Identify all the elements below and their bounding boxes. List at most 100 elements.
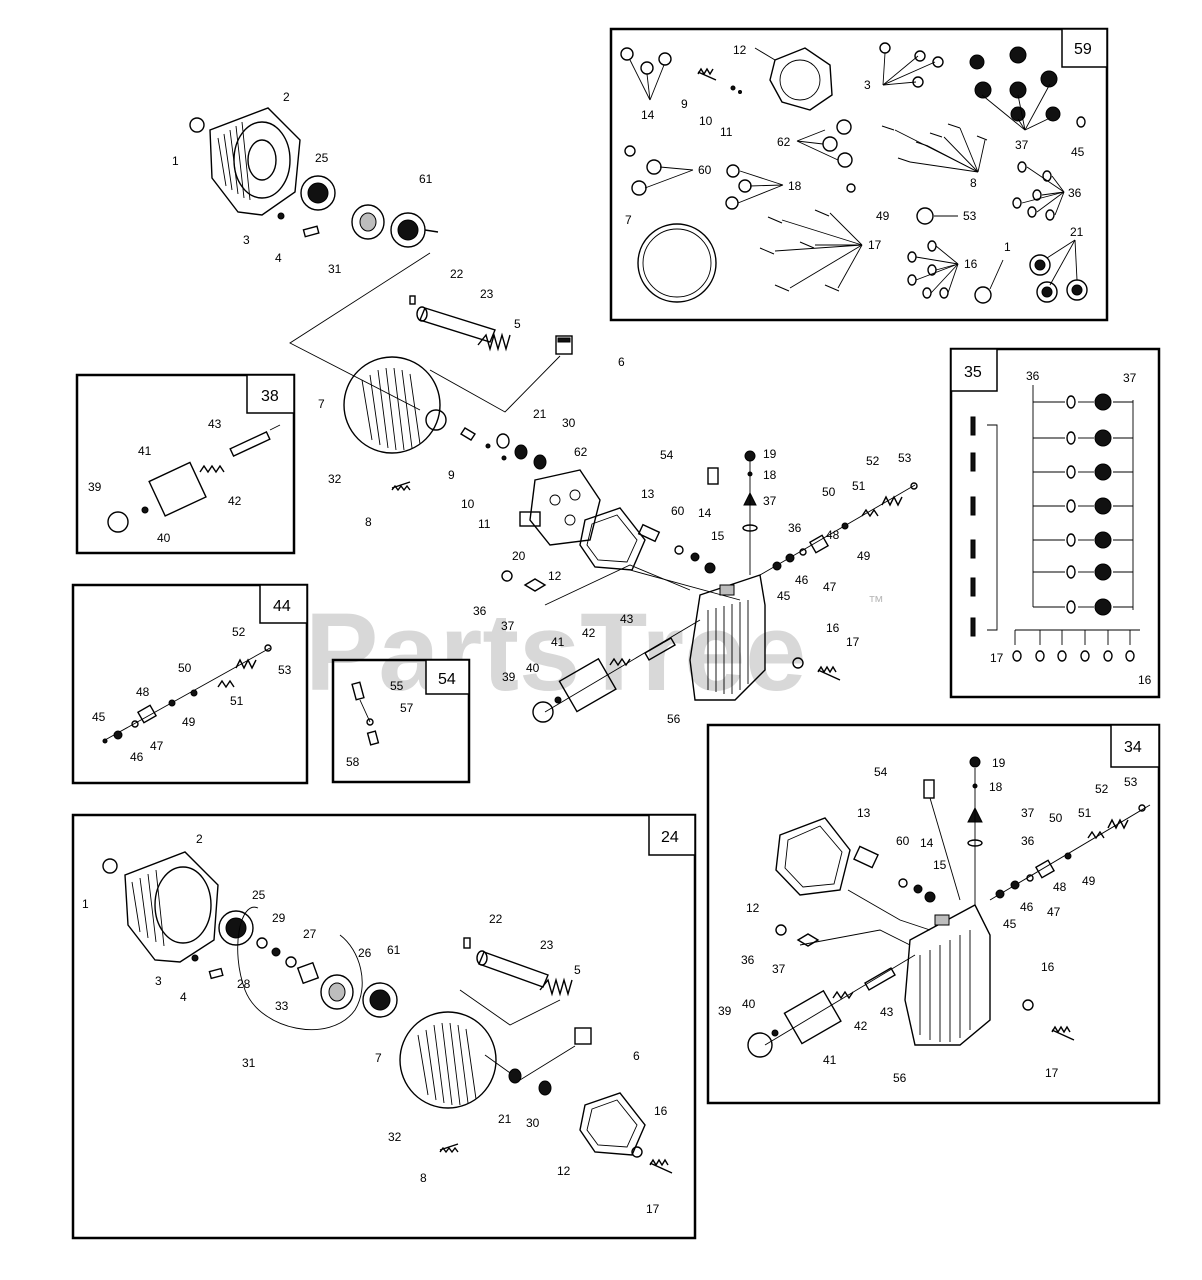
main-label: 41 <box>551 635 565 649</box>
kit34-label: 39 <box>718 1004 732 1018</box>
main-label: 47 <box>823 580 837 594</box>
oring-60 <box>674 545 684 555</box>
kit34-label: 36 <box>1021 834 1035 848</box>
kit-44-parts: 52 53 50 51 48 49 45 47 46 <box>92 625 292 764</box>
check-valve-37-left <box>523 578 547 592</box>
kit34-label: 52 <box>1095 782 1109 796</box>
bearing-25 <box>300 175 336 211</box>
kit24-label: 4 <box>180 990 187 1004</box>
kit59-label: 60 <box>698 163 712 177</box>
main-label: 13 <box>641 487 655 501</box>
inset-54-fitting-kit: 54 <box>331 658 471 784</box>
main-label: 43 <box>620 612 634 626</box>
main-label: 15 <box>711 529 725 543</box>
main-label: 3 <box>243 233 250 247</box>
kit59-label: 21 <box>1070 225 1084 239</box>
kit38-label: 43 <box>208 417 222 431</box>
kit34-label: 42 <box>854 1019 868 1033</box>
kit24-label: 12 <box>557 1164 571 1178</box>
kit34-label: 60 <box>896 834 910 848</box>
kit35-label: 37 <box>1123 371 1137 385</box>
main-label: 37 <box>501 619 515 633</box>
main-label: 9 <box>448 468 455 482</box>
kit34-label: 53 <box>1124 775 1138 789</box>
kit35-label: 36 <box>1026 369 1040 383</box>
kit34-label: 19 <box>992 756 1006 770</box>
kit44-label: 49 <box>182 715 196 729</box>
bolt-17 <box>817 665 841 681</box>
inset-35-number: 35 <box>964 364 982 381</box>
kit34-label: 16 <box>1041 960 1055 974</box>
kit59-label: 37 <box>1015 138 1029 152</box>
cap-19 <box>744 450 756 462</box>
main-label: 50 <box>822 485 836 499</box>
inset-34-number: 34 <box>1124 739 1142 756</box>
inset-44-number: 44 <box>273 598 291 615</box>
kit38-label: 40 <box>157 531 171 545</box>
cam-31 <box>351 204 385 240</box>
inset-44-valve-kit: 44 <box>71 583 309 785</box>
main-label: 30 <box>562 416 576 430</box>
kit34-label: 48 <box>1053 880 1067 894</box>
kit24-label: 8 <box>420 1171 427 1185</box>
seal-15 <box>704 562 716 574</box>
oil-cap-6 <box>555 335 573 355</box>
kit38-label: 42 <box>228 494 242 508</box>
kit59-label: 62 <box>777 135 791 149</box>
kit24-label: 33 <box>275 999 289 1013</box>
kit59-label: 49 <box>876 209 890 223</box>
kit59-label: 18 <box>788 179 802 193</box>
main-label: 18 <box>763 468 777 482</box>
main-label: 20 <box>512 549 526 563</box>
inset-35-seal-kit: 35 <box>949 347 1161 699</box>
main-label: 48 <box>826 528 840 542</box>
kit-59-labels: 12 3 14 9 10 11 62 37 45 60 18 8 36 7 49… <box>625 43 1085 294</box>
kit38-label: 39 <box>88 480 102 494</box>
crankcase-housing <box>209 107 301 216</box>
kit24-label: 7 <box>375 1051 382 1065</box>
main-label: 22 <box>450 267 464 281</box>
kit-35-parts: 36 37 17 16 <box>970 369 1152 687</box>
kit44-label: 45 <box>92 710 106 724</box>
bolt-8 <box>391 481 411 492</box>
piston-9 <box>460 427 476 441</box>
watermark-trademark: ™ <box>868 594 884 611</box>
kit34-label: 36 <box>741 953 755 967</box>
main-label: 53 <box>898 451 912 465</box>
kit34-label: 47 <box>1047 905 1061 919</box>
kit-24-parts <box>102 851 673 1174</box>
main-label: 10 <box>461 497 475 511</box>
inset-38-number: 38 <box>261 388 279 405</box>
kit34-label: 41 <box>823 1053 837 1067</box>
main-label: 62 <box>574 445 588 459</box>
main-label: 4 <box>275 251 282 265</box>
kit-38-parts: 43 41 42 39 40 <box>88 417 281 545</box>
kit44-label: 47 <box>150 739 164 753</box>
main-label: 6 <box>618 355 625 369</box>
kit34-label: 12 <box>746 901 760 915</box>
main-label: 14 <box>698 506 712 520</box>
watermark-text: PartsTree <box>305 591 806 714</box>
kit24-label: 61 <box>387 943 401 957</box>
kit24-label: 5 <box>574 963 581 977</box>
kit24-label: 29 <box>272 911 286 925</box>
washer-14 <box>690 552 700 562</box>
unloader-assembly <box>532 619 701 723</box>
main-label: 21 <box>533 407 547 421</box>
kit59-label: 17 <box>868 238 882 252</box>
kit59-label: 14 <box>641 108 655 122</box>
kit-34-parts <box>747 756 1151 1058</box>
kit34-label: 37 <box>772 962 786 976</box>
kit59-label: 9 <box>681 97 688 111</box>
spring-5 <box>477 332 511 352</box>
kit24-label: 23 <box>540 938 554 952</box>
main-label: 23 <box>480 287 494 301</box>
clip-22 <box>409 295 416 305</box>
plunger-23 <box>419 307 496 343</box>
washer-3 <box>277 212 285 220</box>
kit34-label: 40 <box>742 997 756 1011</box>
kit-34-labels: 19 54 18 13 37 36 52 53 51 50 60 14 49 1… <box>718 756 1138 1085</box>
kit34-label: 18 <box>989 780 1003 794</box>
main-label: 32 <box>328 472 342 486</box>
kit59-label: 12 <box>733 43 747 57</box>
